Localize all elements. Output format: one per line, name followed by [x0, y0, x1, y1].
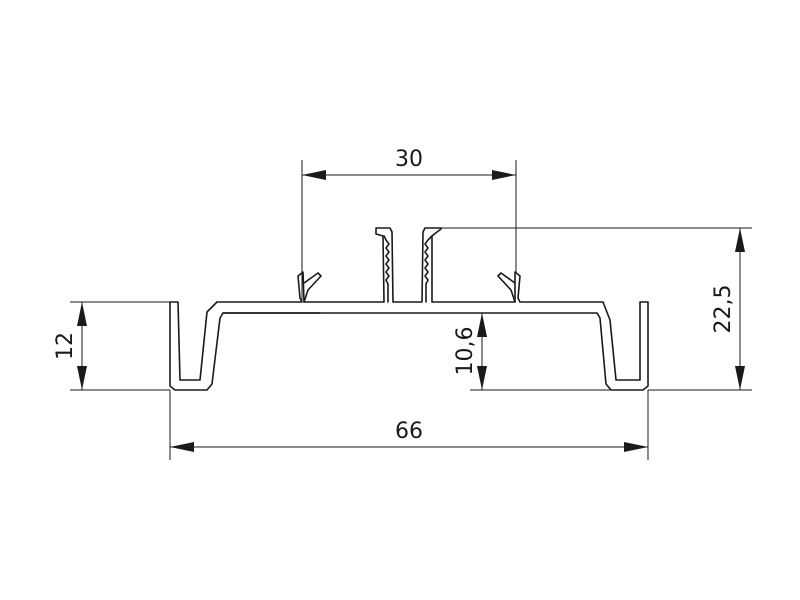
arrowhead-30-right — [492, 170, 516, 180]
profile-outer-contour — [169, 227, 649, 391]
dimension-total-width: 66 — [170, 419, 648, 452]
dim-label-66: 66 — [395, 419, 423, 444]
extension-lines — [70, 160, 752, 460]
arrowhead-12-top — [77, 302, 87, 326]
arrowhead-66-right — [624, 442, 648, 452]
dimension-top-width: 30 — [302, 147, 516, 180]
arrowhead-66-left — [170, 442, 194, 452]
dim-label-106: 10,6 — [453, 327, 478, 376]
left-clip-tooth — [303, 272, 322, 303]
right-clip-tooth — [497, 272, 516, 303]
dim-label-12: 12 — [53, 332, 78, 360]
dimension-total-height: 22,5 — [711, 228, 745, 390]
slot-left-wall — [383, 235, 390, 303]
dimension-side-height: 12 — [53, 302, 87, 390]
arrowhead-106-top — [477, 313, 487, 337]
arrowhead-106-bottom — [477, 366, 487, 390]
dim-label-30: 30 — [395, 147, 423, 172]
dimension-inner-height: 10,6 — [453, 313, 487, 390]
slot-right-wall — [424, 235, 433, 303]
dim-label-225: 22,5 — [711, 285, 736, 334]
arrowhead-225-bottom — [735, 366, 745, 390]
arrowhead-225-top — [735, 228, 745, 252]
profile-outline — [169, 227, 649, 391]
arrowhead-30-left — [302, 170, 326, 180]
arrowhead-12-bottom — [77, 366, 87, 390]
